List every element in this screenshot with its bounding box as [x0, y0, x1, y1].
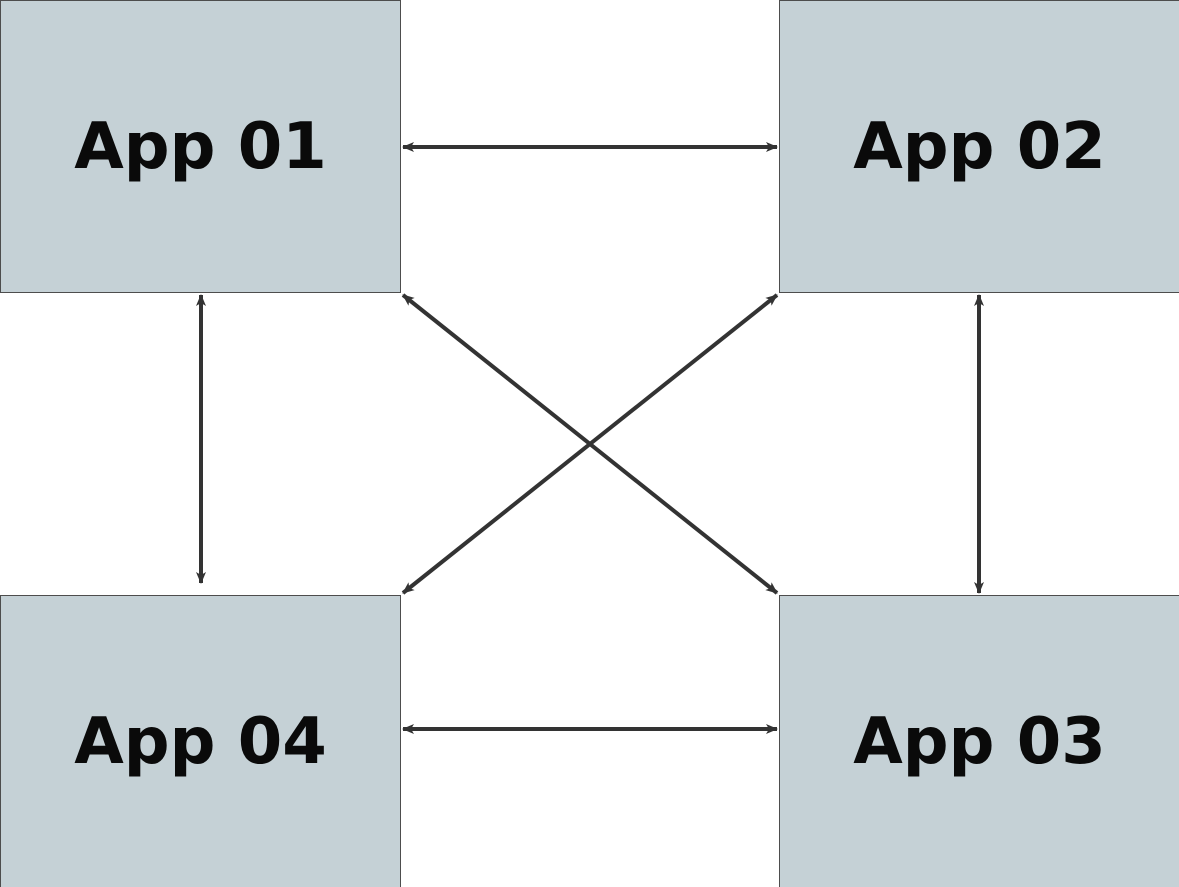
arrow-app02-app04: [401, 293, 779, 595]
app-01-label: App 01: [74, 109, 327, 184]
app-04-label: App 04: [74, 704, 327, 779]
app-04-box: App 04: [0, 595, 401, 887]
app-03-box: App 03: [779, 595, 1179, 887]
app-02-label: App 02: [853, 109, 1106, 184]
app-01-box: App 01: [0, 0, 401, 293]
app-02-box: App 02: [779, 0, 1179, 293]
arrow-app01-app03: [401, 293, 779, 595]
app-03-label: App 03: [853, 704, 1106, 779]
